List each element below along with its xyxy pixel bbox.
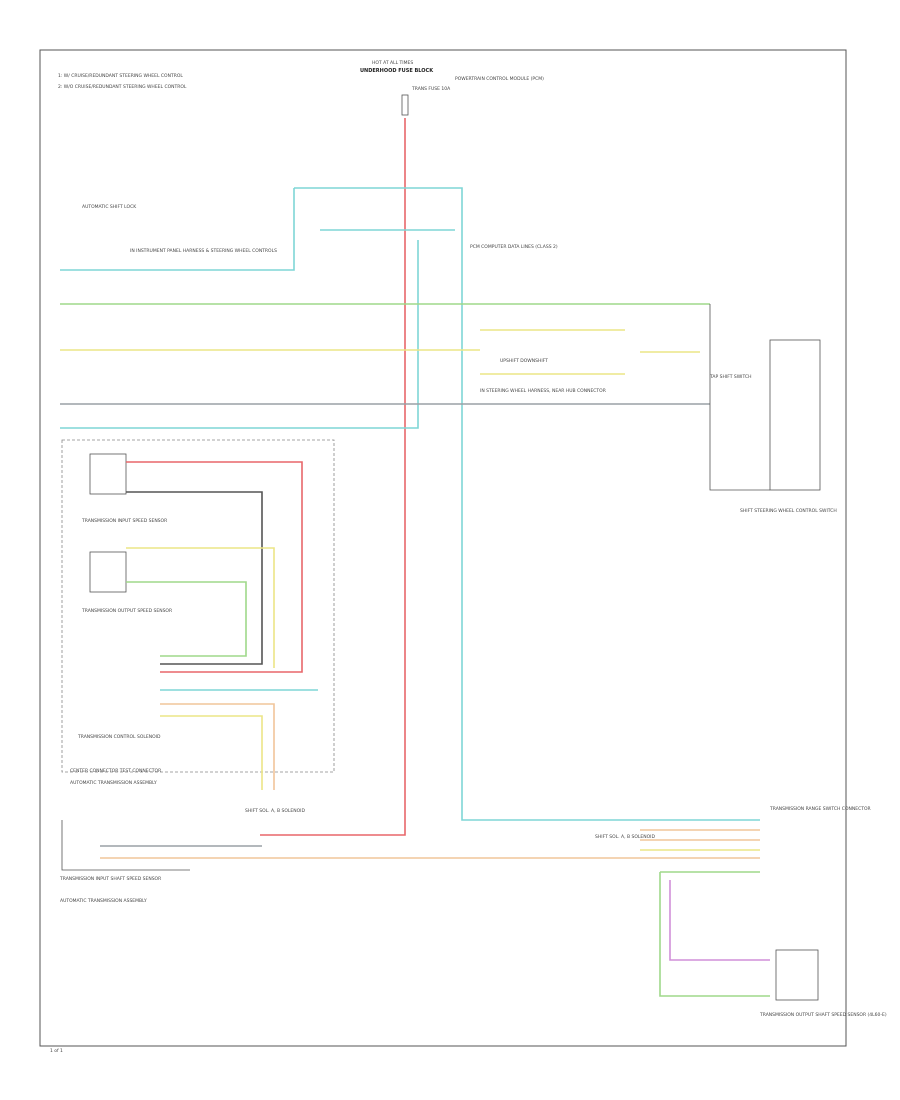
auto-trans-inner-label: CENTER CONNECTOR TEST CONNECTOR	[70, 768, 161, 774]
wire-sensor-yellow	[126, 547, 275, 668]
wire-red-main	[260, 118, 406, 836]
wire-cyan-low	[60, 240, 419, 429]
wire-sensor-dgray	[126, 491, 263, 665]
wire-cyan-top2	[294, 187, 760, 821]
instrument-cluster-label: AUTOMATIC SHIFT LOCK	[82, 204, 137, 210]
note-2: 2: W/O CRUISE/REDUNDANT STEERING WHEEL C…	[58, 84, 187, 90]
trans-range-sub-label: AUTOMATIC TRANSMISSION ASSEMBLY	[60, 898, 147, 904]
wire-cyan-top	[60, 188, 295, 271]
trans-assembly-box	[61, 439, 335, 773]
diagram-frame	[39, 49, 847, 1047]
fuse-block-sub: UNDERHOOD FUSE BLOCK	[360, 68, 434, 74]
trans-output-sensor-label: TRANSMISSION OUTPUT SPEED SENSOR	[81, 608, 172, 614]
fuse-note: POWERTRAIN CONTROL MODULE (PCM)	[455, 76, 544, 82]
cluster-note: IN INSTRUMENT PANEL HARNESS & STEERING W…	[130, 248, 277, 254]
wire-tcm-yellow	[160, 715, 263, 790]
sw-assembly-label: SHIFT STEERING WHEEL CONTROL SWITCH	[740, 508, 837, 514]
note-1: 1: W/ CRUISE/REDUNDANT STEERING WHEEL CO…	[58, 73, 183, 79]
trans-control-module-label: TRANSMISSION CONTROL SOLENOID	[77, 734, 161, 740]
shift-solenoid-label: SHIFT SOL. A, B SOLENOID	[245, 808, 305, 814]
trans-range-switch-label: TRANSMISSION INPUT SHAFT SPEED SENSOR	[59, 876, 161, 882]
pressure-switch-label: TRANSMISSION OUTPUT SHAFT SPEED SENSOR (…	[759, 1012, 887, 1018]
tap-switch-label: TAP SHIFT SWITCH	[709, 374, 752, 380]
output-sensor	[89, 551, 127, 593]
wire-conn-green2	[659, 872, 770, 997]
fuse-label: TRANS FUSE 10A	[411, 86, 451, 92]
wire-sensor-red	[126, 461, 303, 673]
steering-conn-label: IN STEERING WHEEL HARNESS, NEAR HUB CONN…	[480, 388, 606, 394]
switch-assembly	[769, 339, 821, 491]
fuse-icon	[401, 94, 409, 116]
pressure-switch	[775, 949, 819, 1001]
shift-switch-label: UPSHIFT DOWNSHIFT	[500, 358, 548, 364]
wire-tcm-orange	[160, 703, 275, 790]
switch-assy-wire	[709, 304, 770, 491]
page-ref: 1 of 1	[50, 1048, 63, 1054]
shift-solenoid-right-label: SHIFT SOL. A, B SOLENOID	[595, 834, 655, 840]
wire-sensor-green	[126, 581, 247, 657]
input-sensor	[89, 453, 127, 495]
trans-input-sensor-label: TRANSMISSION INPUT SPEED SENSOR	[81, 518, 167, 524]
fuse-block-label: HOT AT ALL TIMES	[372, 60, 413, 66]
auto-trans-assy-label: AUTOMATIC TRANSMISSION ASSEMBLY	[70, 780, 157, 786]
pcm-block-label: PCM COMPUTER DATA LINES (CLASS 2)	[470, 244, 558, 250]
bottom-left-box	[61, 820, 190, 871]
range-conn-label: TRANSMISSION RANGE SWITCH CONNECTOR	[769, 806, 871, 812]
wire-conn-purple	[669, 880, 770, 961]
